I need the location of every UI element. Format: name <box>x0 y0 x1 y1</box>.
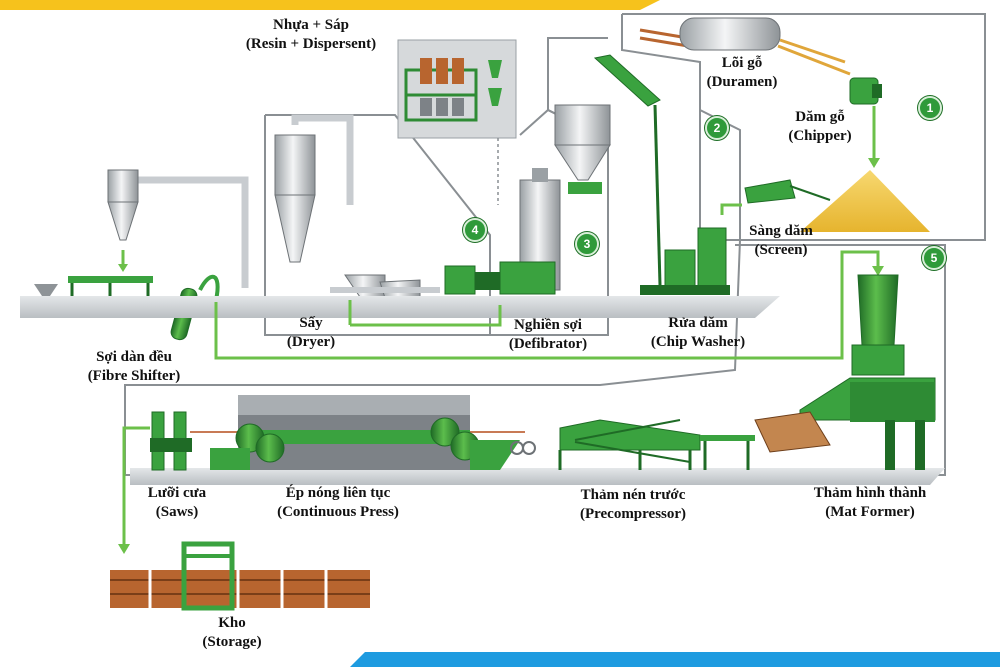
label-chipper-vi: Dăm gỗ <box>795 109 845 125</box>
label-fibre-shifter: Sợi dàn đều (Fibre Shifter) <box>68 348 200 386</box>
label-dryer-vi: Sấy <box>299 315 323 331</box>
step-badge-2: 2 <box>705 116 729 140</box>
dryer-cyclone-icon <box>274 114 440 299</box>
label-mat-former: Thảm hình thành (Mat Former) <box>790 484 950 522</box>
label-mat-former-vi: Thảm hình thành <box>813 485 927 501</box>
label-dryer-en: (Dryer) <box>286 334 336 350</box>
label-fibre-shifter-en: (Fibre Shifter) <box>87 368 181 384</box>
defibrator-to-dryer-line <box>350 305 502 327</box>
saws-icon <box>150 411 192 471</box>
transfer-line <box>214 250 880 360</box>
duramen-log-icon <box>639 17 851 76</box>
label-chip-washer-en: (Chip Washer) <box>650 334 746 350</box>
screen-to-washer-line <box>720 203 742 215</box>
arrow-head <box>118 544 130 554</box>
label-duramen-en: (Duramen) <box>706 74 778 90</box>
arrow-head <box>872 266 884 276</box>
label-chip-washer: Rửa dăm (Chip Washer) <box>632 314 764 352</box>
fibre-shifter-cyclone-icon <box>34 169 249 298</box>
continuous-press-icon <box>210 395 520 470</box>
label-saws-vi: Lưỡi cưa <box>147 485 207 501</box>
label-screen-vi: Sàng dăm <box>749 223 813 239</box>
label-mat-former-en: (Mat Former) <box>825 504 915 520</box>
step-badge-5: 5 <box>922 246 946 270</box>
label-chip-washer-vi: Rửa dăm <box>668 315 728 331</box>
label-precompressor: Thảm nén trước (Precompressor) <box>555 486 711 524</box>
label-storage-vi: Kho <box>218 615 246 631</box>
step-badge-4: 4 <box>463 218 487 242</box>
label-precompressor-en: (Precompressor) <box>579 506 687 522</box>
label-duramen: Lõi gỗ (Duramen) <box>692 54 792 92</box>
label-saws: Lưỡi cưa (Saws) <box>132 484 222 522</box>
label-storage: Kho (Storage) <box>180 614 284 652</box>
chipper-icon <box>849 77 882 105</box>
top-accent-stripe <box>0 0 660 10</box>
chip-pile-icon <box>800 170 930 232</box>
label-screen-en: (Screen) <box>754 242 808 258</box>
bottom-accent-stripe <box>350 652 1000 667</box>
feed-silo-icon <box>554 104 611 194</box>
resin-tanks-icon <box>404 58 502 122</box>
label-resin-vi: Nhựa + Sáp <box>273 17 349 33</box>
label-defibrator: Nghiền sợi (Defibrator) <box>490 316 606 354</box>
precompressor-icon <box>510 419 755 470</box>
upper-floor <box>20 296 780 318</box>
label-chipper: Dăm gỗ (Chipper) <box>772 108 868 146</box>
label-defibrator-vi: Nghiền sợi <box>514 317 582 333</box>
lower-floor <box>130 468 945 485</box>
arrow-head <box>868 158 880 168</box>
chip-washer-icon <box>593 54 730 295</box>
label-continuous-press: Ép nóng liên tục (Continuous Press) <box>252 484 424 522</box>
label-storage-en: (Storage) <box>202 634 262 650</box>
label-continuous-press-vi: Ép nóng liên tục <box>285 485 391 501</box>
label-screen: Sàng dăm (Screen) <box>735 222 827 260</box>
label-resin-en: (Resin + Dispersent) <box>245 36 377 52</box>
step-badge-3: 3 <box>575 232 599 256</box>
label-dryer: Sấy (Dryer) <box>268 314 354 352</box>
label-fibre-shifter-vi: Sợi dàn đều <box>96 349 172 365</box>
step-badge-1: 1 <box>918 96 942 120</box>
mat-former-icon <box>754 274 936 470</box>
label-duramen-vi: Lõi gỗ <box>721 55 763 71</box>
storage-icon <box>110 541 370 611</box>
label-chipper-en: (Chipper) <box>788 128 852 144</box>
label-defibrator-en: (Defibrator) <box>508 336 588 352</box>
label-precompressor-vi: Thảm nén trước <box>580 487 686 503</box>
label-saws-en: (Saws) <box>155 504 199 520</box>
label-continuous-press-en: (Continuous Press) <box>277 504 399 520</box>
label-resin: Nhựa + Sáp (Resin + Dispersent) <box>228 16 394 54</box>
screen-icon <box>744 179 831 204</box>
defibrator-icon <box>444 168 561 295</box>
saws-to-storage-line <box>122 426 150 548</box>
